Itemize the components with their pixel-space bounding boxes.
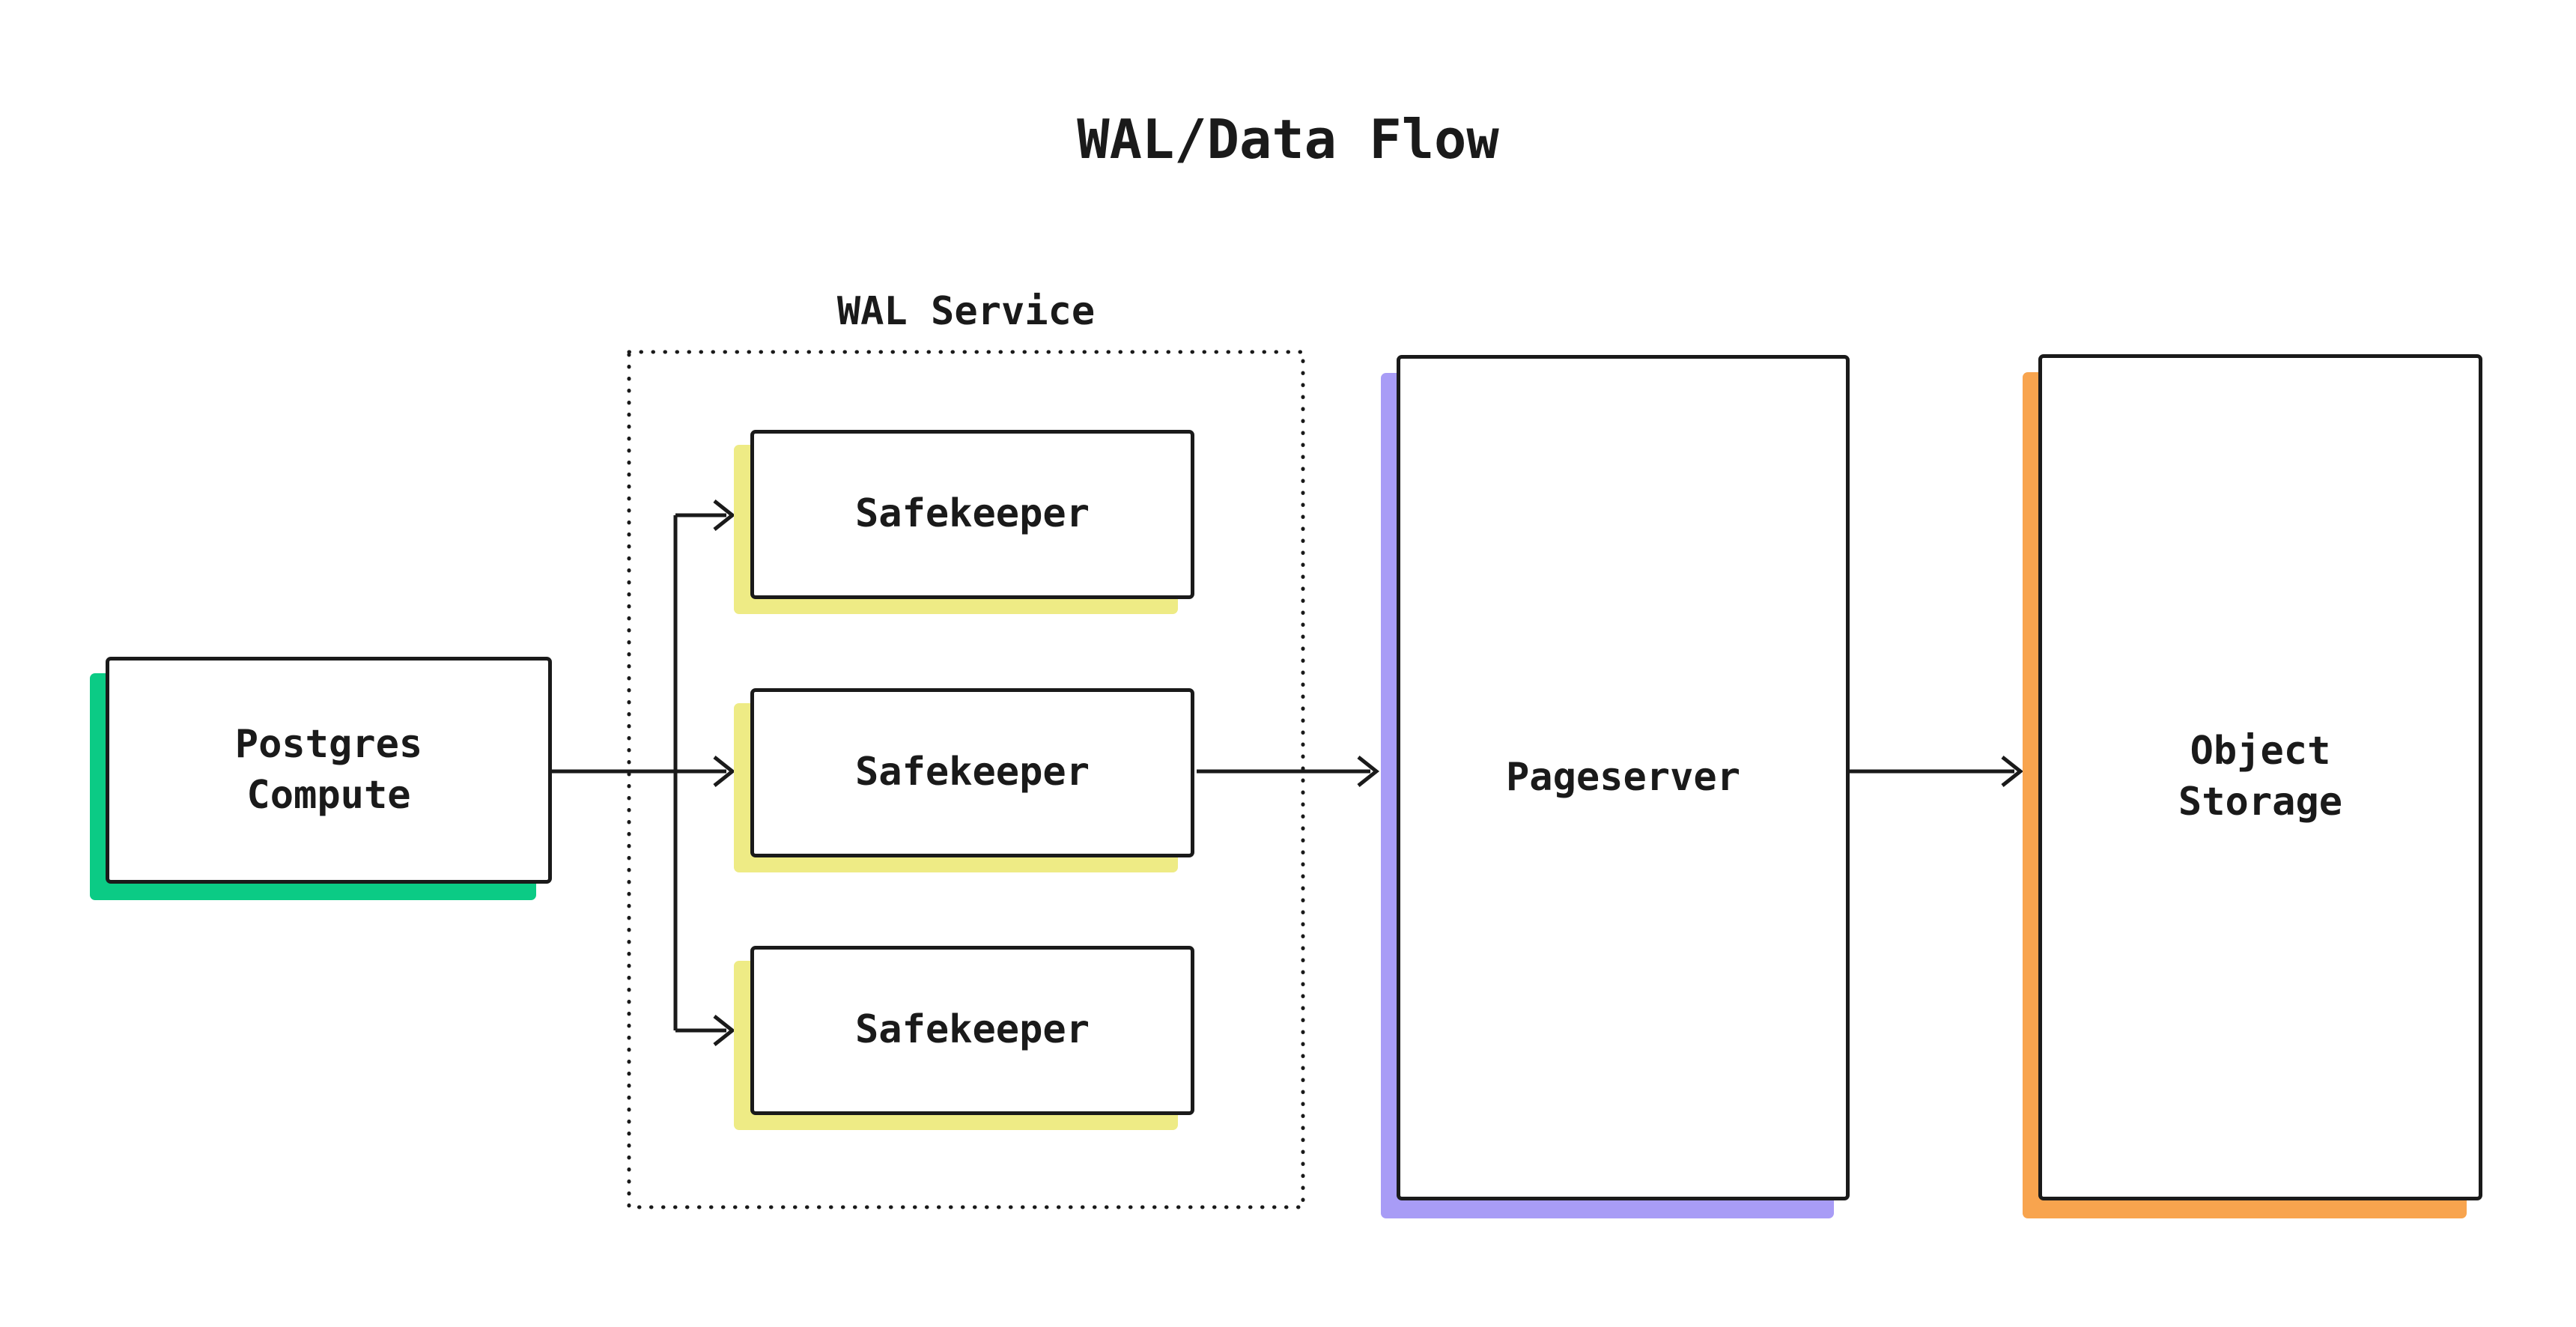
arrowhead-safekeeper-3 xyxy=(713,1015,736,1046)
node-safekeeper-1: Safekeeper xyxy=(750,430,1194,599)
node-pageserver: Pageserver xyxy=(1397,355,1850,1200)
node-label: Pageserver xyxy=(1505,754,1741,800)
diagram-title: WAL/Data Flow xyxy=(1077,108,1499,171)
node-safekeeper-3: Safekeeper xyxy=(750,946,1194,1115)
node-label: Object Storage xyxy=(2178,729,2343,825)
node-label: Safekeeper xyxy=(854,491,1090,537)
arrowhead-safekeeper-2 xyxy=(713,756,736,787)
arrowhead-object-storage xyxy=(2001,756,2024,787)
arrowhead-safekeeper-1 xyxy=(713,499,736,531)
node-label: Postgres Compute xyxy=(234,721,423,818)
node-label: Safekeeper xyxy=(854,750,1090,795)
wal-service-label: WAL Service xyxy=(836,289,1096,334)
node-postgres-compute: Postgres Compute xyxy=(106,657,552,884)
node-safekeeper-2: Safekeeper xyxy=(750,688,1194,857)
node-object-storage: Object Storage xyxy=(2038,354,2482,1200)
arrowhead-pageserver xyxy=(1357,756,1380,787)
node-label: Safekeeper xyxy=(854,1007,1090,1053)
